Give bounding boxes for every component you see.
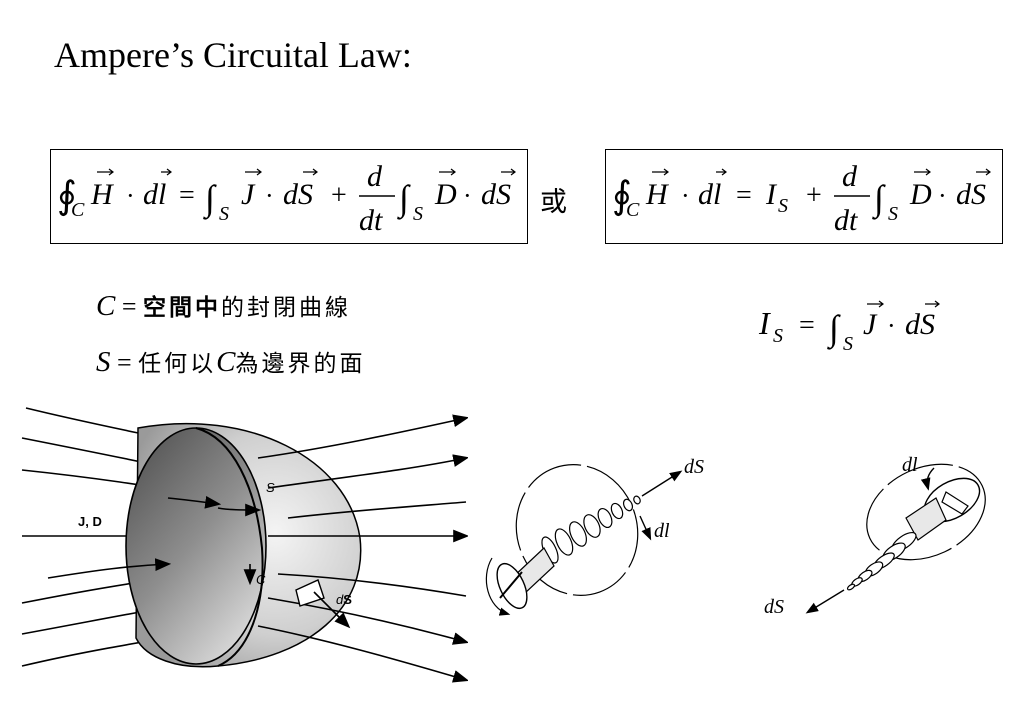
label-surface-s: S bbox=[266, 480, 275, 495]
contour-integral-symbol: ∮ bbox=[612, 175, 632, 217]
label-dl-vector: dl bbox=[654, 520, 670, 542]
screw-drawing bbox=[805, 463, 986, 614]
equation-integral-form: ∮ C H · dl = ∫ S J · dS + d dt ∫ S D · d… bbox=[57, 160, 516, 237]
label-j-d: J, D bbox=[78, 514, 102, 529]
equals-text: = bbox=[115, 292, 144, 321]
equals-sign: = bbox=[179, 180, 195, 211]
dot-operator: · bbox=[938, 181, 947, 210]
symbol-c-inline: C bbox=[216, 346, 236, 378]
d-field: D bbox=[434, 178, 457, 211]
dot-operator: · bbox=[463, 181, 472, 210]
equation-current-form: ∮ C H · dl = I S + d dt ∫ S D · dS bbox=[612, 160, 991, 237]
label-ds-vector: dS bbox=[764, 596, 784, 618]
symbol-c: C bbox=[96, 290, 116, 322]
figure-screw-left-hand: dl dS bbox=[756, 448, 1006, 633]
derivative-denominator: dt bbox=[834, 204, 858, 237]
ds-patch bbox=[295, 579, 325, 607]
surface-integral-symbol: ∫ bbox=[397, 178, 411, 220]
equation-current-definition: I S = ∫ S J · dS bbox=[758, 300, 940, 355]
surface-subscript: S bbox=[413, 203, 423, 225]
symbol-s: S bbox=[96, 346, 111, 378]
equals-text: = bbox=[110, 348, 139, 377]
h-field: H bbox=[90, 178, 115, 211]
definition-c: C = 空間中的封閉曲線 bbox=[96, 288, 351, 323]
equals-sign: = bbox=[799, 310, 815, 341]
current-subscript: S bbox=[778, 195, 788, 217]
surface-integral-symbol: ∫ bbox=[203, 178, 217, 220]
slide-title: Ampere’s Circuital Law: bbox=[54, 35, 412, 75]
current-symbol: I bbox=[765, 178, 778, 211]
dl-vector: dl bbox=[698, 178, 721, 211]
or-word: 或 bbox=[540, 187, 567, 218]
figure-open-surface: S J, D C dS bbox=[18, 398, 470, 703]
d-field: D bbox=[909, 178, 932, 211]
dot-operator: · bbox=[126, 181, 135, 210]
dot-operator: · bbox=[887, 311, 896, 340]
surface-opening bbox=[125, 427, 267, 665]
label-contour-c: C bbox=[256, 572, 266, 587]
derivative-numerator: d bbox=[842, 160, 858, 193]
label-ds-vector: dS bbox=[684, 456, 704, 478]
ds-vector: dS bbox=[956, 178, 986, 211]
surface-subscript: S bbox=[888, 203, 898, 225]
open-surface-drawing bbox=[21, 407, 470, 683]
h-field: H bbox=[645, 178, 670, 211]
definition-s-text-2: 為邊界的面 bbox=[235, 351, 366, 377]
ds-vector: dS bbox=[283, 178, 313, 211]
vector-arrows bbox=[867, 300, 940, 308]
contour-subscript: C bbox=[71, 199, 85, 221]
j-field: J bbox=[863, 308, 878, 341]
definition-c-text: 的封閉曲線 bbox=[221, 295, 352, 321]
surface-integral-symbol: ∫ bbox=[872, 178, 886, 220]
derivative-denominator: dt bbox=[359, 204, 383, 237]
label-dl-vector: dl bbox=[902, 454, 918, 476]
surface-integral-symbol: ∫ bbox=[827, 308, 841, 350]
plus-sign: + bbox=[331, 180, 347, 211]
definition-s: S = 任何以C為邊界的面 bbox=[96, 344, 366, 379]
definition-c-bold: 空間中 bbox=[143, 295, 222, 321]
figure-screw-right-hand: dS dl bbox=[482, 448, 732, 633]
ds-vector: dS bbox=[905, 308, 935, 341]
derivative-numerator: d bbox=[367, 160, 383, 193]
ds-vector: dS bbox=[481, 178, 511, 211]
vector-arrows bbox=[652, 168, 991, 176]
current-subscript: S bbox=[773, 325, 783, 347]
dot-operator: · bbox=[265, 181, 274, 210]
dl-vector: dl bbox=[143, 178, 166, 211]
j-field: J bbox=[241, 178, 256, 211]
dot-operator: · bbox=[681, 181, 690, 210]
current-symbol: I bbox=[758, 305, 771, 341]
vector-arrows bbox=[97, 168, 516, 176]
screw-drawing bbox=[485, 464, 683, 616]
contour-integral-symbol: ∮ bbox=[57, 175, 77, 217]
equation-box-integral-form: ∮ C H · dl = ∫ S J · dS + d dt ∫ S D · d… bbox=[50, 149, 528, 244]
contour-subscript: C bbox=[626, 199, 640, 221]
label-ds: dS bbox=[336, 592, 352, 607]
surface-subscript: S bbox=[843, 333, 853, 355]
equation-box-current-form: ∮ C H · dl = I S + d dt ∫ S D · dS bbox=[605, 149, 1003, 244]
definition-s-text-1: 任何以 bbox=[138, 351, 217, 377]
surface-subscript: S bbox=[219, 203, 229, 225]
plus-sign: + bbox=[806, 180, 822, 211]
equals-sign: = bbox=[736, 180, 752, 211]
